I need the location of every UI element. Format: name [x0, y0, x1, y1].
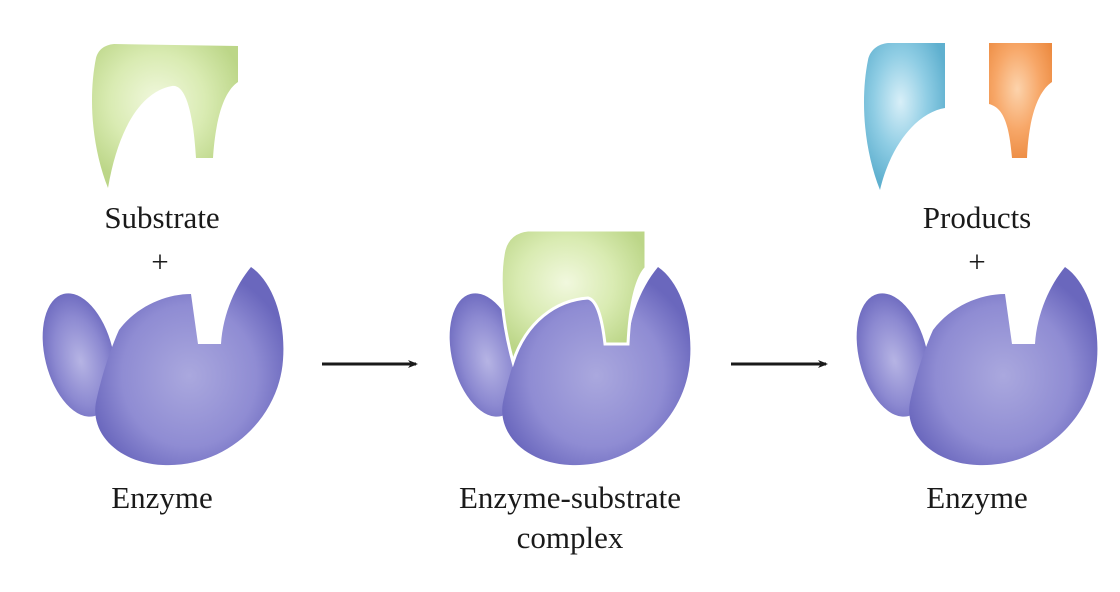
complex-label-line2: complex: [516, 520, 624, 555]
plus-sign-left: +: [151, 244, 169, 279]
complex-label-line1: Enzyme-substrate: [458, 480, 682, 515]
enzyme-label-right: Enzyme: [926, 480, 1028, 515]
enzyme-right: [856, 267, 1098, 466]
substrate-shape: [92, 44, 238, 188]
plus-sign-right: +: [968, 244, 986, 279]
products-label: Products: [922, 200, 1032, 235]
enzyme-left: [42, 267, 284, 466]
enzyme-label-left: Enzyme: [111, 480, 213, 515]
product-blue-shape: [864, 43, 945, 190]
substrate-label: Substrate: [104, 200, 220, 235]
product-orange-shape: [989, 43, 1052, 158]
enzyme-substrate-complex: [449, 228, 691, 466]
